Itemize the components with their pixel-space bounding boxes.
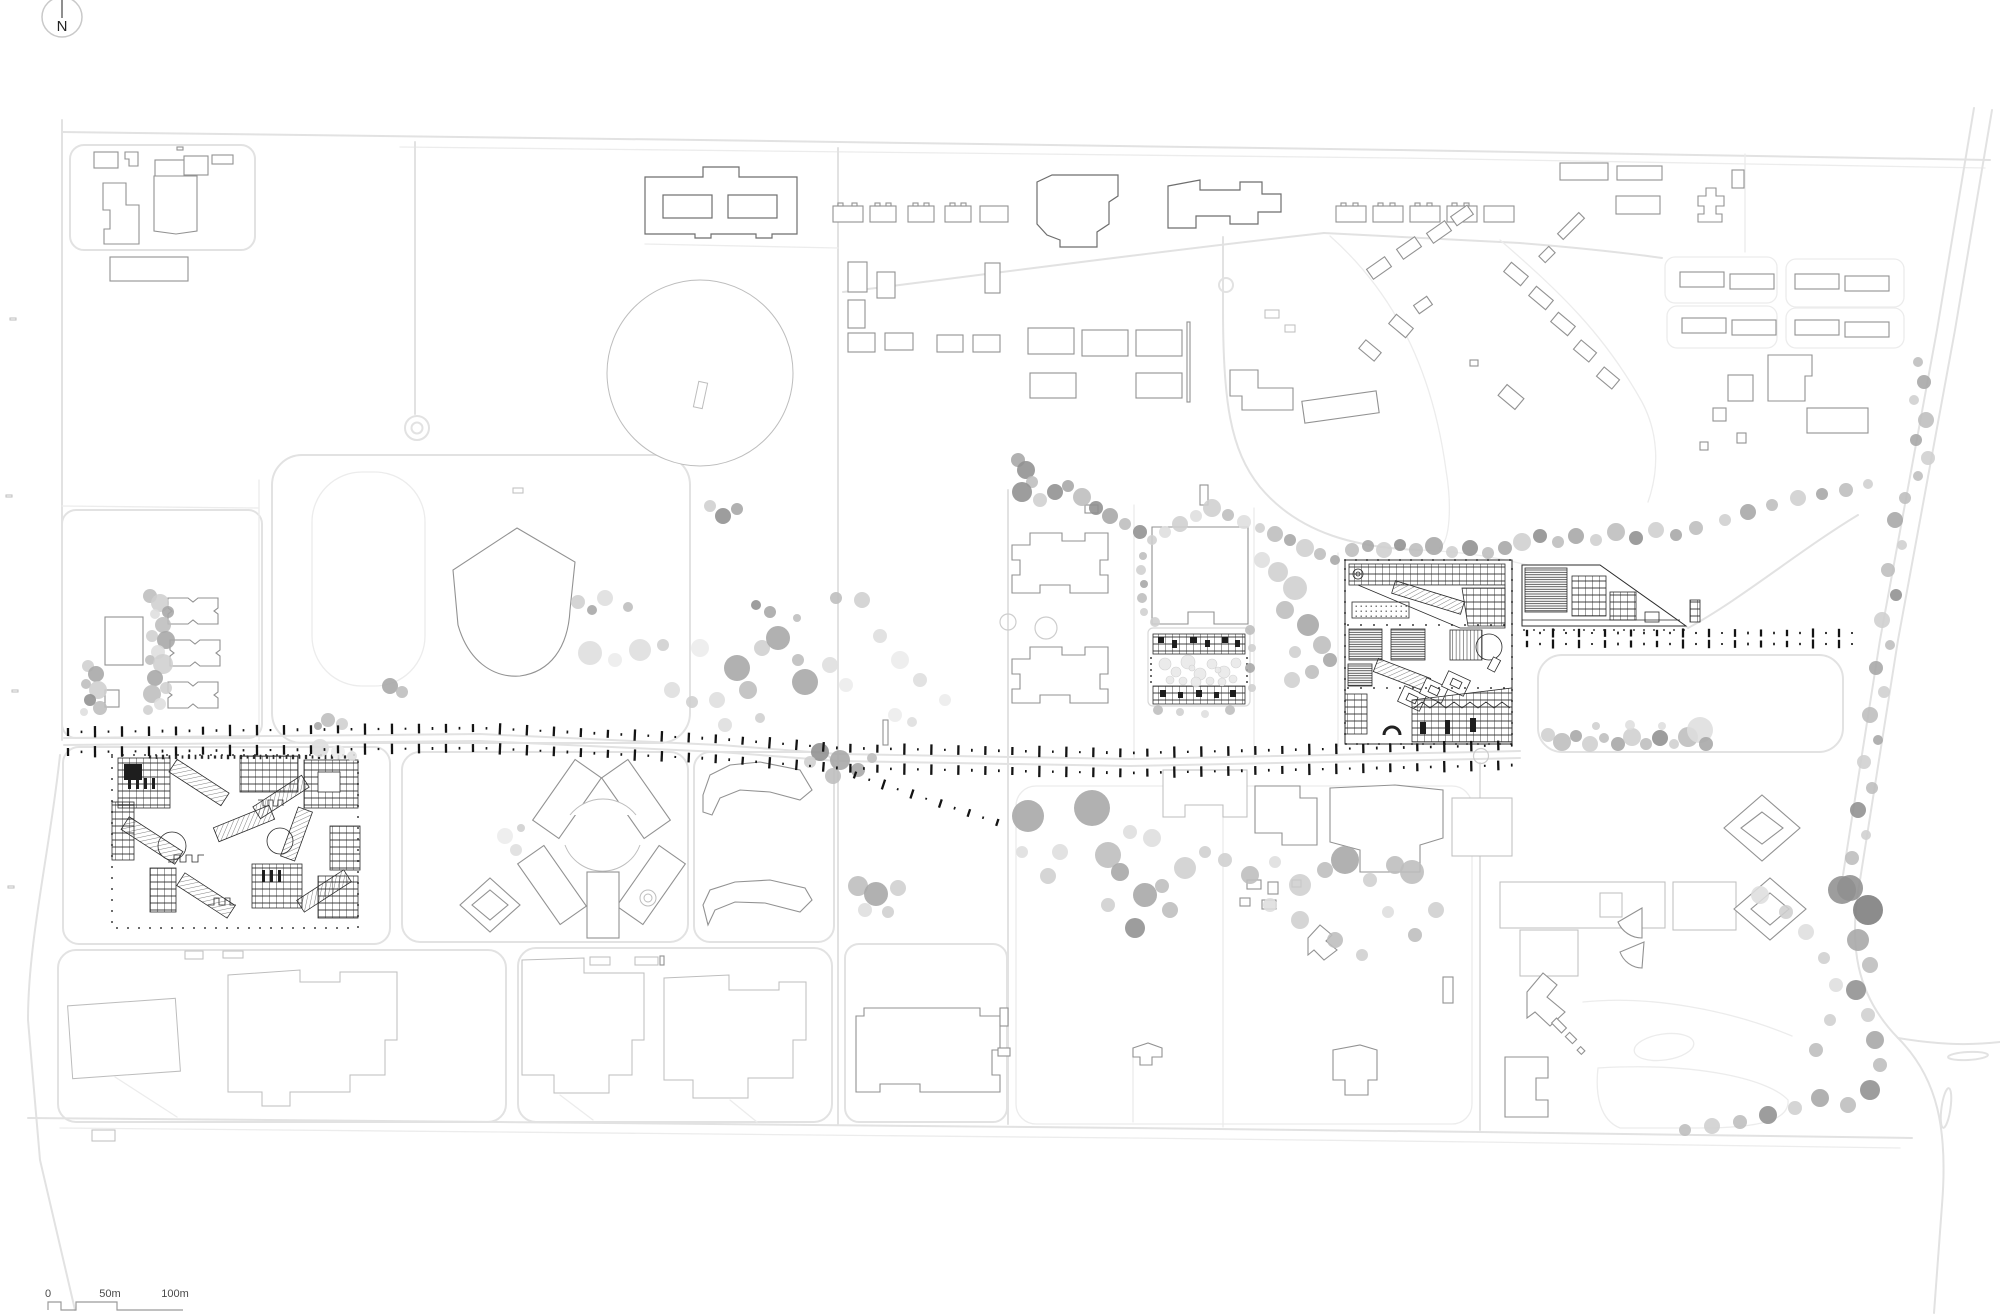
- buildings-layer: [5, 146, 1890, 1142]
- courtyard-building: [1147, 627, 1251, 707]
- scale-bar: 0 50m 100m: [45, 1288, 189, 1311]
- scale-label-100m: 100m: [161, 1288, 189, 1300]
- city-blocks-layer: [57, 144, 1905, 1125]
- north-label: N: [57, 18, 68, 35]
- left-campus-complex: [111, 754, 361, 929]
- courtyard-trees: [1158, 654, 1242, 688]
- boulevard-axis-ticks: [66, 628, 1853, 827]
- north-arrow: N: [41, 0, 83, 38]
- scale-label-50m: 50m: [99, 1288, 120, 1300]
- trees-layer: [80, 357, 1935, 1136]
- scale-bar-graphic: [47, 1301, 183, 1311]
- north-arrow-icon: [41, 0, 83, 38]
- central-campus-complex: [1344, 559, 1701, 745]
- scale-label-0: 0: [45, 1288, 51, 1300]
- roads-layer: [26, 107, 2000, 1314]
